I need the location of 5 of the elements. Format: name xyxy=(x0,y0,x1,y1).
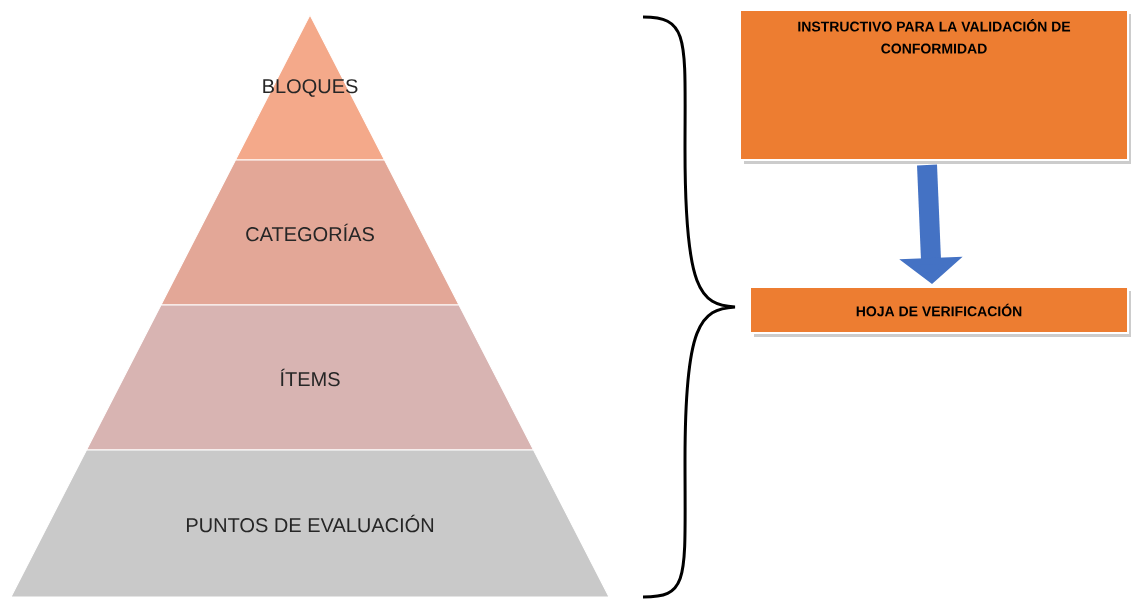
process-box: INSTRUCTIVO PARA LA VALIDACIÓN DE CONFORMIDAD xyxy=(739,9,1131,164)
pyramid-level: CATEGORÍAS xyxy=(160,159,460,306)
pyramid-level: PUNTOS DE EVALUACIÓN xyxy=(10,449,610,598)
pyramid-level: ÍTEMS xyxy=(86,304,534,451)
process-box: HOJA DE VERIFICACIÓN xyxy=(749,286,1131,337)
